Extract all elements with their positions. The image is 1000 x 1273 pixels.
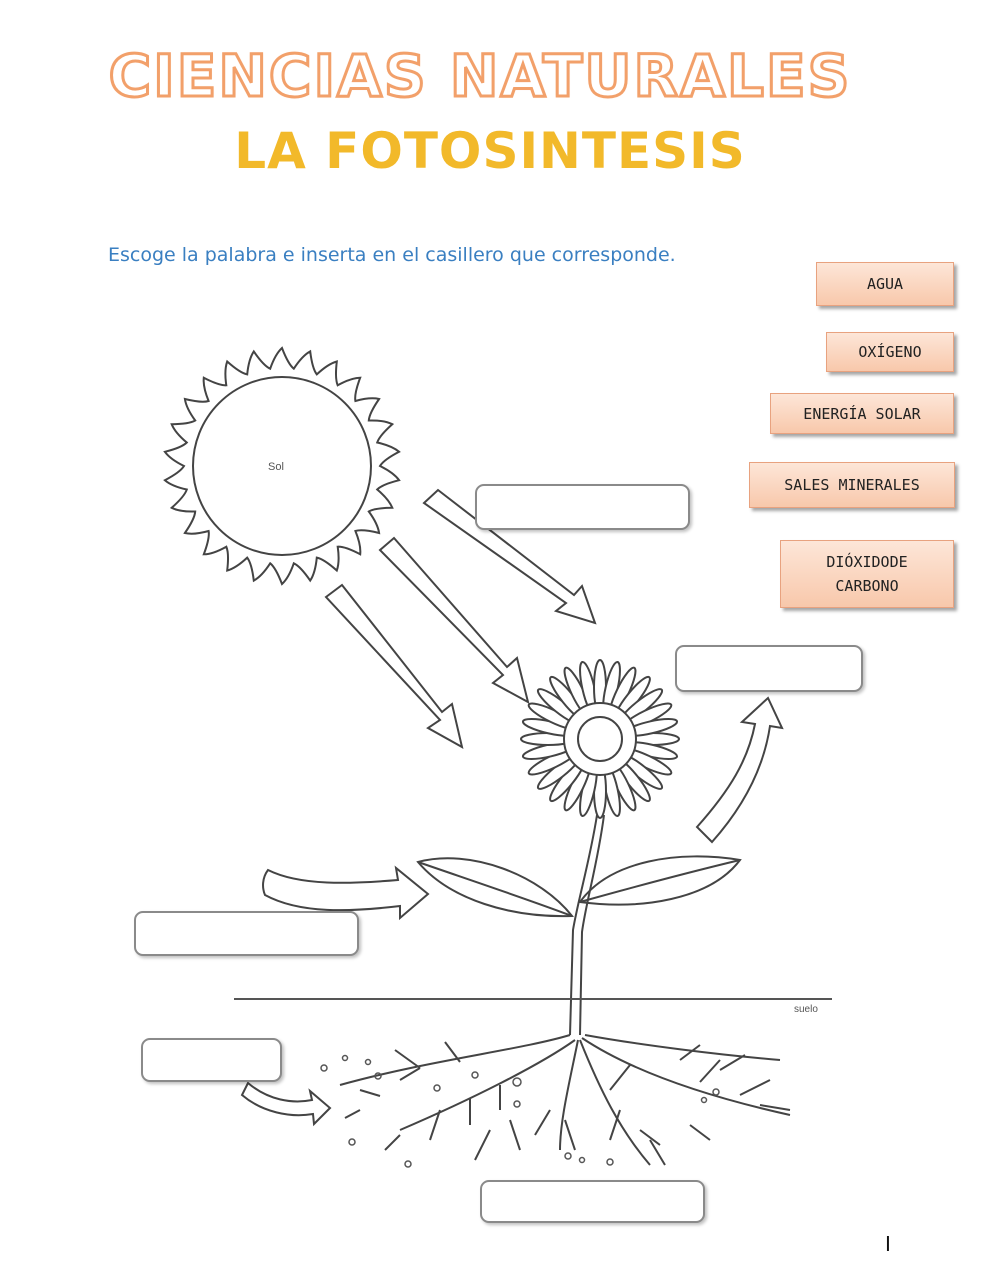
drop-box-water[interactable] xyxy=(480,1180,705,1223)
page-title: CIENCIAS NATURALES xyxy=(107,41,852,112)
drop-box-sunlight[interactable] xyxy=(475,484,690,530)
minerals-arrow-icon xyxy=(240,1081,332,1127)
sunlight-arrow-1-icon xyxy=(324,583,464,749)
flower-center-icon xyxy=(563,702,637,776)
page-number: I xyxy=(885,1232,891,1256)
page-subtitle: LA FOTOSINTESIS xyxy=(234,122,746,180)
sun-label: Sol xyxy=(268,461,284,473)
word-tile-dioxido-carbono[interactable]: DIÓXIDODE CARBONO xyxy=(780,540,954,608)
drop-box-minerals[interactable] xyxy=(141,1038,282,1082)
instruction-text: Escoge la palabra e inserta en el casill… xyxy=(108,244,676,266)
co2-arrow-icon xyxy=(262,865,430,921)
roots-icon xyxy=(339,1034,791,1166)
drop-box-oxygen[interactable] xyxy=(675,645,863,692)
word-tile-energia-solar[interactable]: ENERGÍA SOLAR xyxy=(770,393,954,434)
word-tile-agua[interactable]: AGUA xyxy=(816,262,954,306)
word-tile-oxigeno[interactable]: OXÍGENO xyxy=(826,332,954,372)
sun-icon xyxy=(163,346,401,586)
oxygen-arrow-icon xyxy=(695,696,784,844)
word-tile-sales-minerales[interactable]: SALES MINERALES xyxy=(749,462,955,508)
soil-label: suelo xyxy=(794,1004,818,1015)
sunlight-arrow-2-icon xyxy=(378,536,530,704)
sunlight-arrow-3-icon xyxy=(422,488,597,625)
drop-box-co2[interactable] xyxy=(134,911,359,956)
flower-icon xyxy=(520,659,680,819)
